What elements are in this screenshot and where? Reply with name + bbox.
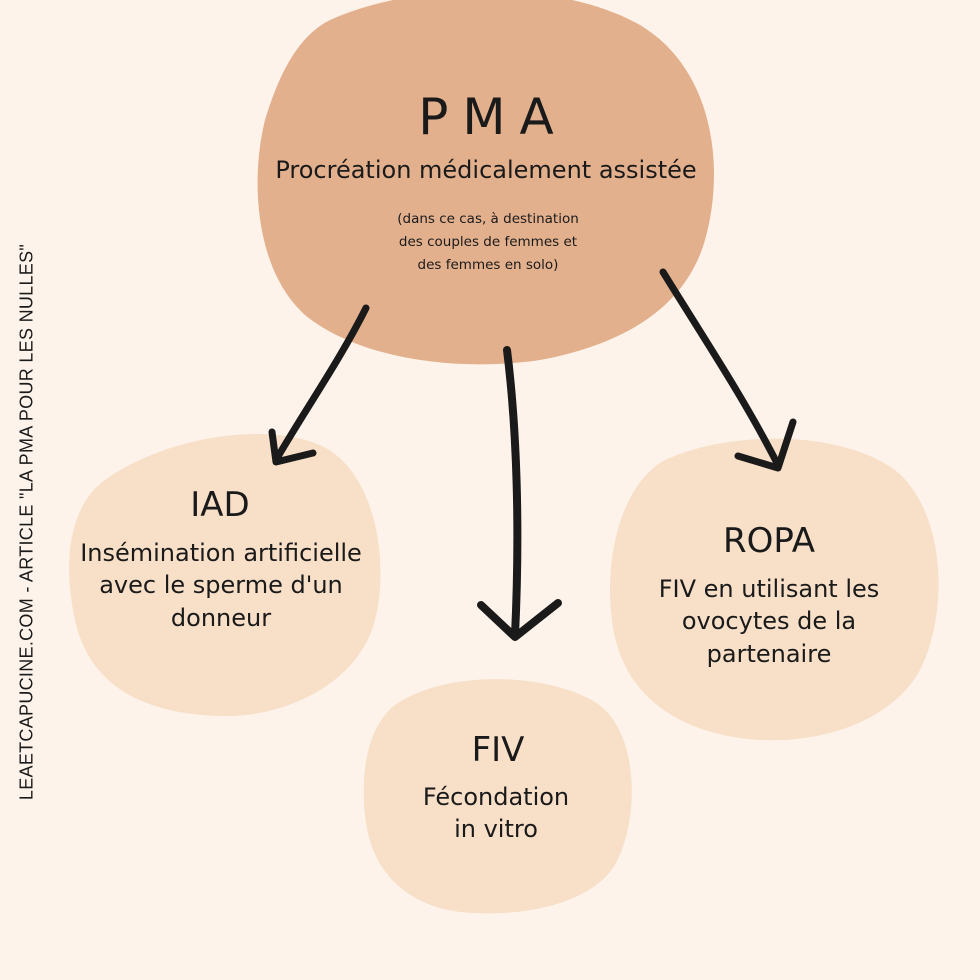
pma-note-line: (dans ce cas, à destination [397, 211, 579, 227]
arrow-right-down-icon [659, 268, 797, 472]
pma-note: (dans ce cas, à destination des couples … [397, 208, 579, 277]
ropa-blob [610, 438, 939, 741]
fiv-title: FIV [471, 730, 525, 770]
pma-note-line: des femmes en solo) [417, 256, 559, 273]
fiv-description: Fécondation in vitro [423, 781, 569, 846]
pma-subtitle: Procréation médicalement assistée [275, 156, 697, 184]
pma-note-line: des couples de femmes et [398, 233, 578, 250]
ropa-line: partenaire [706, 639, 832, 668]
ropa-description: FIV en utilisant les ovocytes de la part… [659, 573, 880, 670]
iad-line: donneur [170, 603, 272, 632]
fiv-blob [363, 679, 632, 914]
pma-title: PMA [418, 88, 568, 146]
iad-description: Insémination artificielle avec le sperme… [80, 537, 362, 634]
iad-blob [69, 433, 381, 717]
fiv-line: in vitro [454, 815, 538, 844]
iad-line: avec le sperme d'un [99, 571, 343, 600]
arrow-down-icon [477, 346, 562, 641]
fiv-line: Fécondation [422, 783, 570, 811]
arrow-left-down-icon [268, 304, 370, 466]
ropa-line: ovocytes de la [681, 607, 857, 636]
iad-line: Insémination artificielle [80, 539, 362, 567]
ropa-title: ROPA [723, 521, 815, 561]
ropa-line: FIV en utilisant les [658, 575, 880, 603]
pma-blob [257, 0, 714, 365]
source-credit: LEAETCAPUCINE.COM - ARTICLE "LA PMA POUR… [16, 243, 37, 801]
iad-title: IAD [190, 485, 250, 525]
